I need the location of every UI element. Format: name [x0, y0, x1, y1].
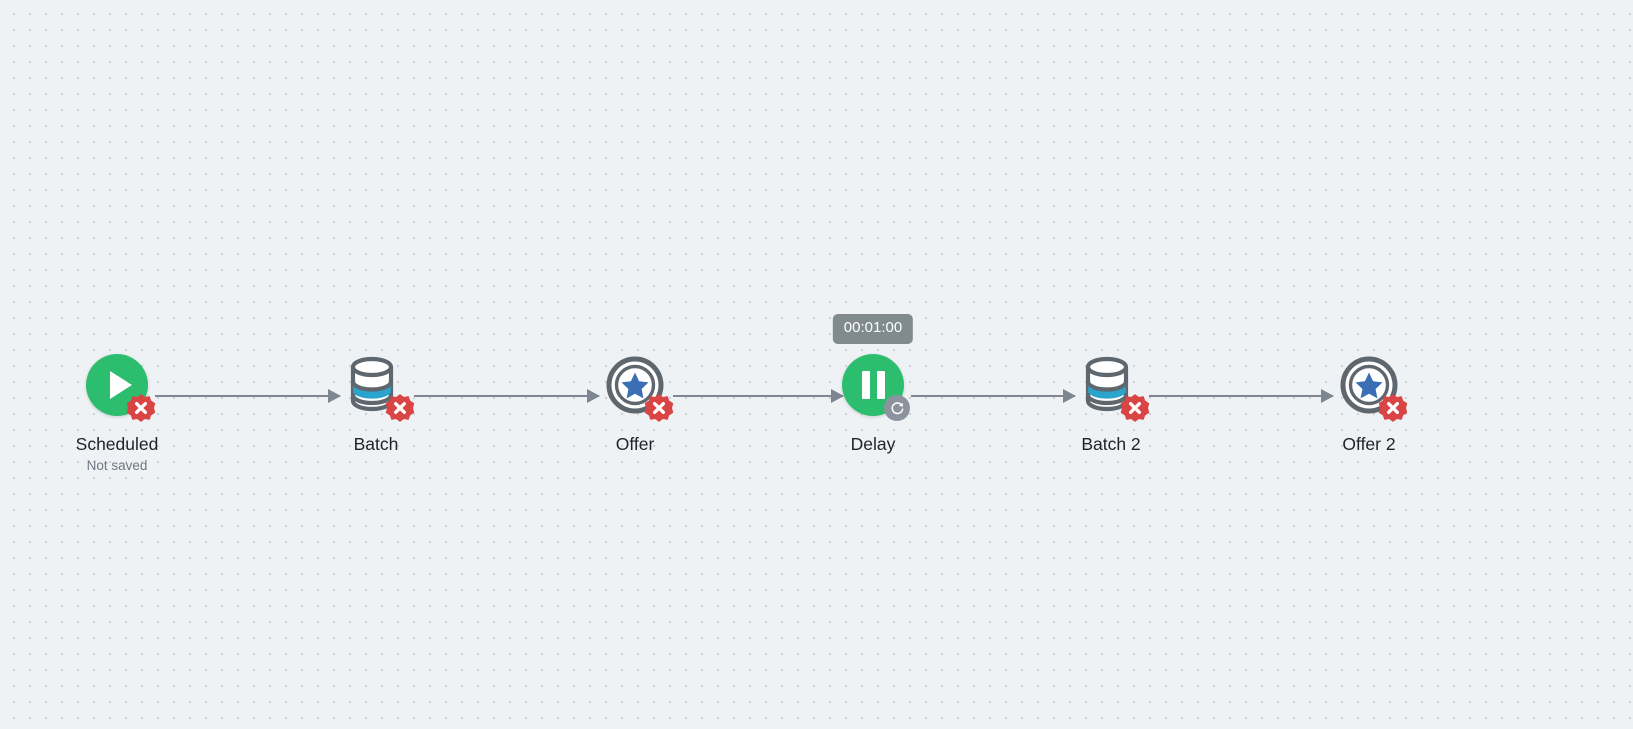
node-label: Offer — [615, 434, 655, 454]
node-label: Batch 2 — [1081, 434, 1141, 454]
node-label: Offer 2 — [1342, 434, 1396, 454]
offer-target-star-icon[interactable] — [602, 352, 674, 422]
refresh-badge[interactable] — [884, 395, 910, 421]
connector-batch-2-to-offer-2[interactable] — [1149, 395, 1333, 397]
database-icon[interactable] — [343, 352, 415, 422]
connector-scheduled-to-batch[interactable] — [155, 395, 340, 397]
workflow-node-batch[interactable]: Batch — [291, 352, 461, 454]
workflow-node-scheduled[interactable]: Scheduled Not saved — [32, 352, 202, 474]
error-x-badge[interactable] — [1120, 393, 1150, 423]
error-x-badge[interactable] — [1378, 393, 1408, 423]
error-x-badge[interactable] — [644, 393, 674, 423]
node-sublabel: Not saved — [86, 458, 148, 474]
workflow-node-batch-2[interactable]: Batch 2 — [1026, 352, 1196, 454]
connector-offer-to-delay[interactable] — [673, 395, 843, 397]
connector-batch-to-offer[interactable] — [414, 395, 599, 397]
offer-target-star-icon[interactable] — [1336, 352, 1408, 422]
delay-duration-tooltip: 00:01:00 — [832, 314, 914, 344]
workflow-node-delay[interactable]: 00:01:00 Delay — [788, 314, 958, 454]
pause-bars-icon — [861, 371, 885, 399]
database-icon[interactable] — [1078, 352, 1150, 422]
node-label: Scheduled — [75, 434, 159, 454]
workflow-node-offer[interactable]: Offer — [550, 352, 720, 454]
connector-delay-to-batch-2[interactable] — [911, 395, 1075, 397]
node-label: Batch — [353, 434, 399, 454]
play-triangle-icon — [109, 371, 132, 399]
pause-circle-icon[interactable]: 00:01:00 — [832, 314, 914, 421]
node-label: Delay — [850, 434, 896, 454]
error-x-badge[interactable] — [126, 393, 156, 423]
workflow-node-offer-2[interactable]: Offer 2 — [1284, 352, 1454, 454]
error-x-badge[interactable] — [385, 393, 415, 423]
play-circle-icon[interactable] — [84, 352, 156, 422]
